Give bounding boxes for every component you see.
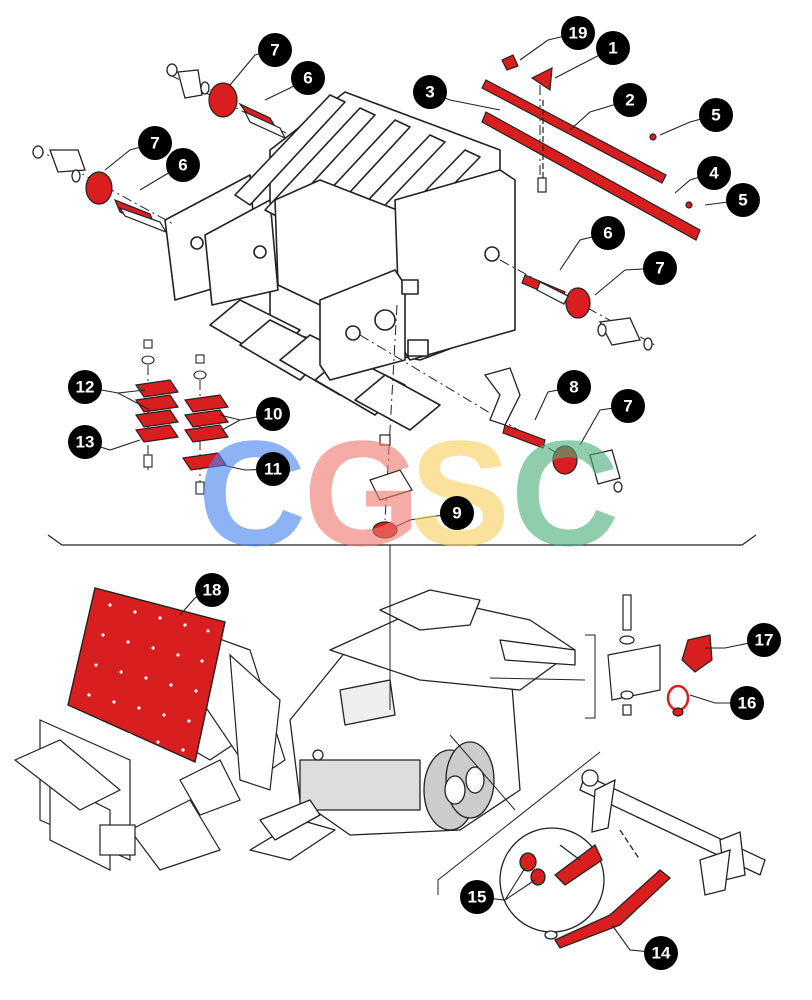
callout-label: 9 — [452, 504, 461, 523]
shim-bolts — [141, 339, 207, 495]
callout-label: 15 — [468, 888, 487, 907]
callout-badge-18: 18 — [195, 573, 229, 607]
callout-badge-3: 3 — [413, 75, 447, 109]
callout-badge-10: 10 — [256, 397, 290, 431]
callout-badge-6b: 6 — [166, 148, 200, 182]
callout-badge-11: 11 — [256, 452, 290, 486]
callout-label: 7 — [623, 397, 632, 416]
callout-label: 12 — [76, 378, 95, 397]
callout-badge-5b: 5 — [726, 183, 760, 217]
callout-label: 6 — [603, 224, 612, 243]
callout-label: 3 — [425, 83, 434, 102]
callout-badge-8: 8 — [557, 370, 591, 404]
callout-badge-7a: 7 — [258, 33, 292, 67]
callout-label: 6 — [178, 156, 187, 175]
callout-badge-14: 14 — [644, 936, 678, 970]
roller-7-top — [85, 82, 591, 475]
callout-badge-17: 17 — [747, 623, 781, 657]
callout-badge-7c: 7 — [643, 251, 677, 285]
callout-label: 16 — [738, 694, 757, 713]
callout-label: 8 — [569, 378, 578, 397]
right-hardware — [483, 317, 653, 493]
callout-badge-5a: 5 — [699, 98, 733, 132]
callout-label: 13 — [76, 433, 95, 452]
callout-badge-9: 9 — [440, 496, 474, 530]
callout-label: 10 — [264, 405, 283, 424]
watermark-letter: C — [198, 409, 306, 577]
machine-leaders — [389, 545, 601, 895]
watermark-letter: C — [511, 409, 619, 577]
callout-label: 7 — [150, 134, 159, 153]
left-hardware — [32, 63, 210, 183]
knife-bars — [481, 54, 701, 241]
divider — [47, 534, 757, 546]
watermark-letter: G — [304, 409, 421, 577]
callout-badge-7d: 7 — [611, 389, 645, 423]
floor-panel-18 — [67, 587, 226, 763]
callout-badge-6a: 6 — [291, 61, 325, 95]
callout-badge-13: 13 — [68, 425, 102, 459]
callout-label: 18 — [203, 581, 222, 600]
frame-assembly — [164, 91, 516, 431]
callout-label: 5 — [711, 106, 720, 125]
callout-badge-15: 15 — [460, 880, 494, 914]
callout-label: 17 — [755, 631, 774, 650]
callout-label: 1 — [608, 39, 617, 58]
callout-label: 19 — [569, 24, 588, 43]
callout-badge-12: 12 — [68, 370, 102, 404]
callout-badge-19: 19 — [561, 16, 595, 50]
callout-leaders — [84, 32, 765, 954]
callout-badge-1: 1 — [596, 31, 630, 65]
tine-detail — [499, 827, 671, 949]
callout-label: 7 — [270, 41, 279, 60]
watermark: C G S C — [198, 409, 619, 577]
callout-label: 14 — [652, 944, 671, 963]
callout-badge-7b: 7 — [138, 126, 172, 160]
axle-assembly — [579, 769, 766, 896]
baler-machine — [249, 589, 576, 861]
callout-badge-16: 16 — [730, 686, 764, 720]
callout-label: 11 — [264, 460, 282, 479]
callout-label: 7 — [655, 259, 664, 278]
callout-label: 6 — [303, 69, 312, 88]
callout-badge-6c: 6 — [591, 216, 625, 250]
callout-label: 2 — [625, 91, 634, 110]
shaft-6 — [113, 102, 569, 449]
hardware-16-17 — [607, 594, 713, 717]
callout-label: 5 — [738, 191, 747, 210]
shims — [134, 379, 230, 471]
callout-label: 4 — [709, 164, 719, 183]
watermark-letter: S — [410, 409, 510, 577]
callout-badge-4: 4 — [697, 156, 731, 190]
callout-badge-2: 2 — [613, 83, 647, 117]
part-9-stop — [369, 434, 413, 539]
